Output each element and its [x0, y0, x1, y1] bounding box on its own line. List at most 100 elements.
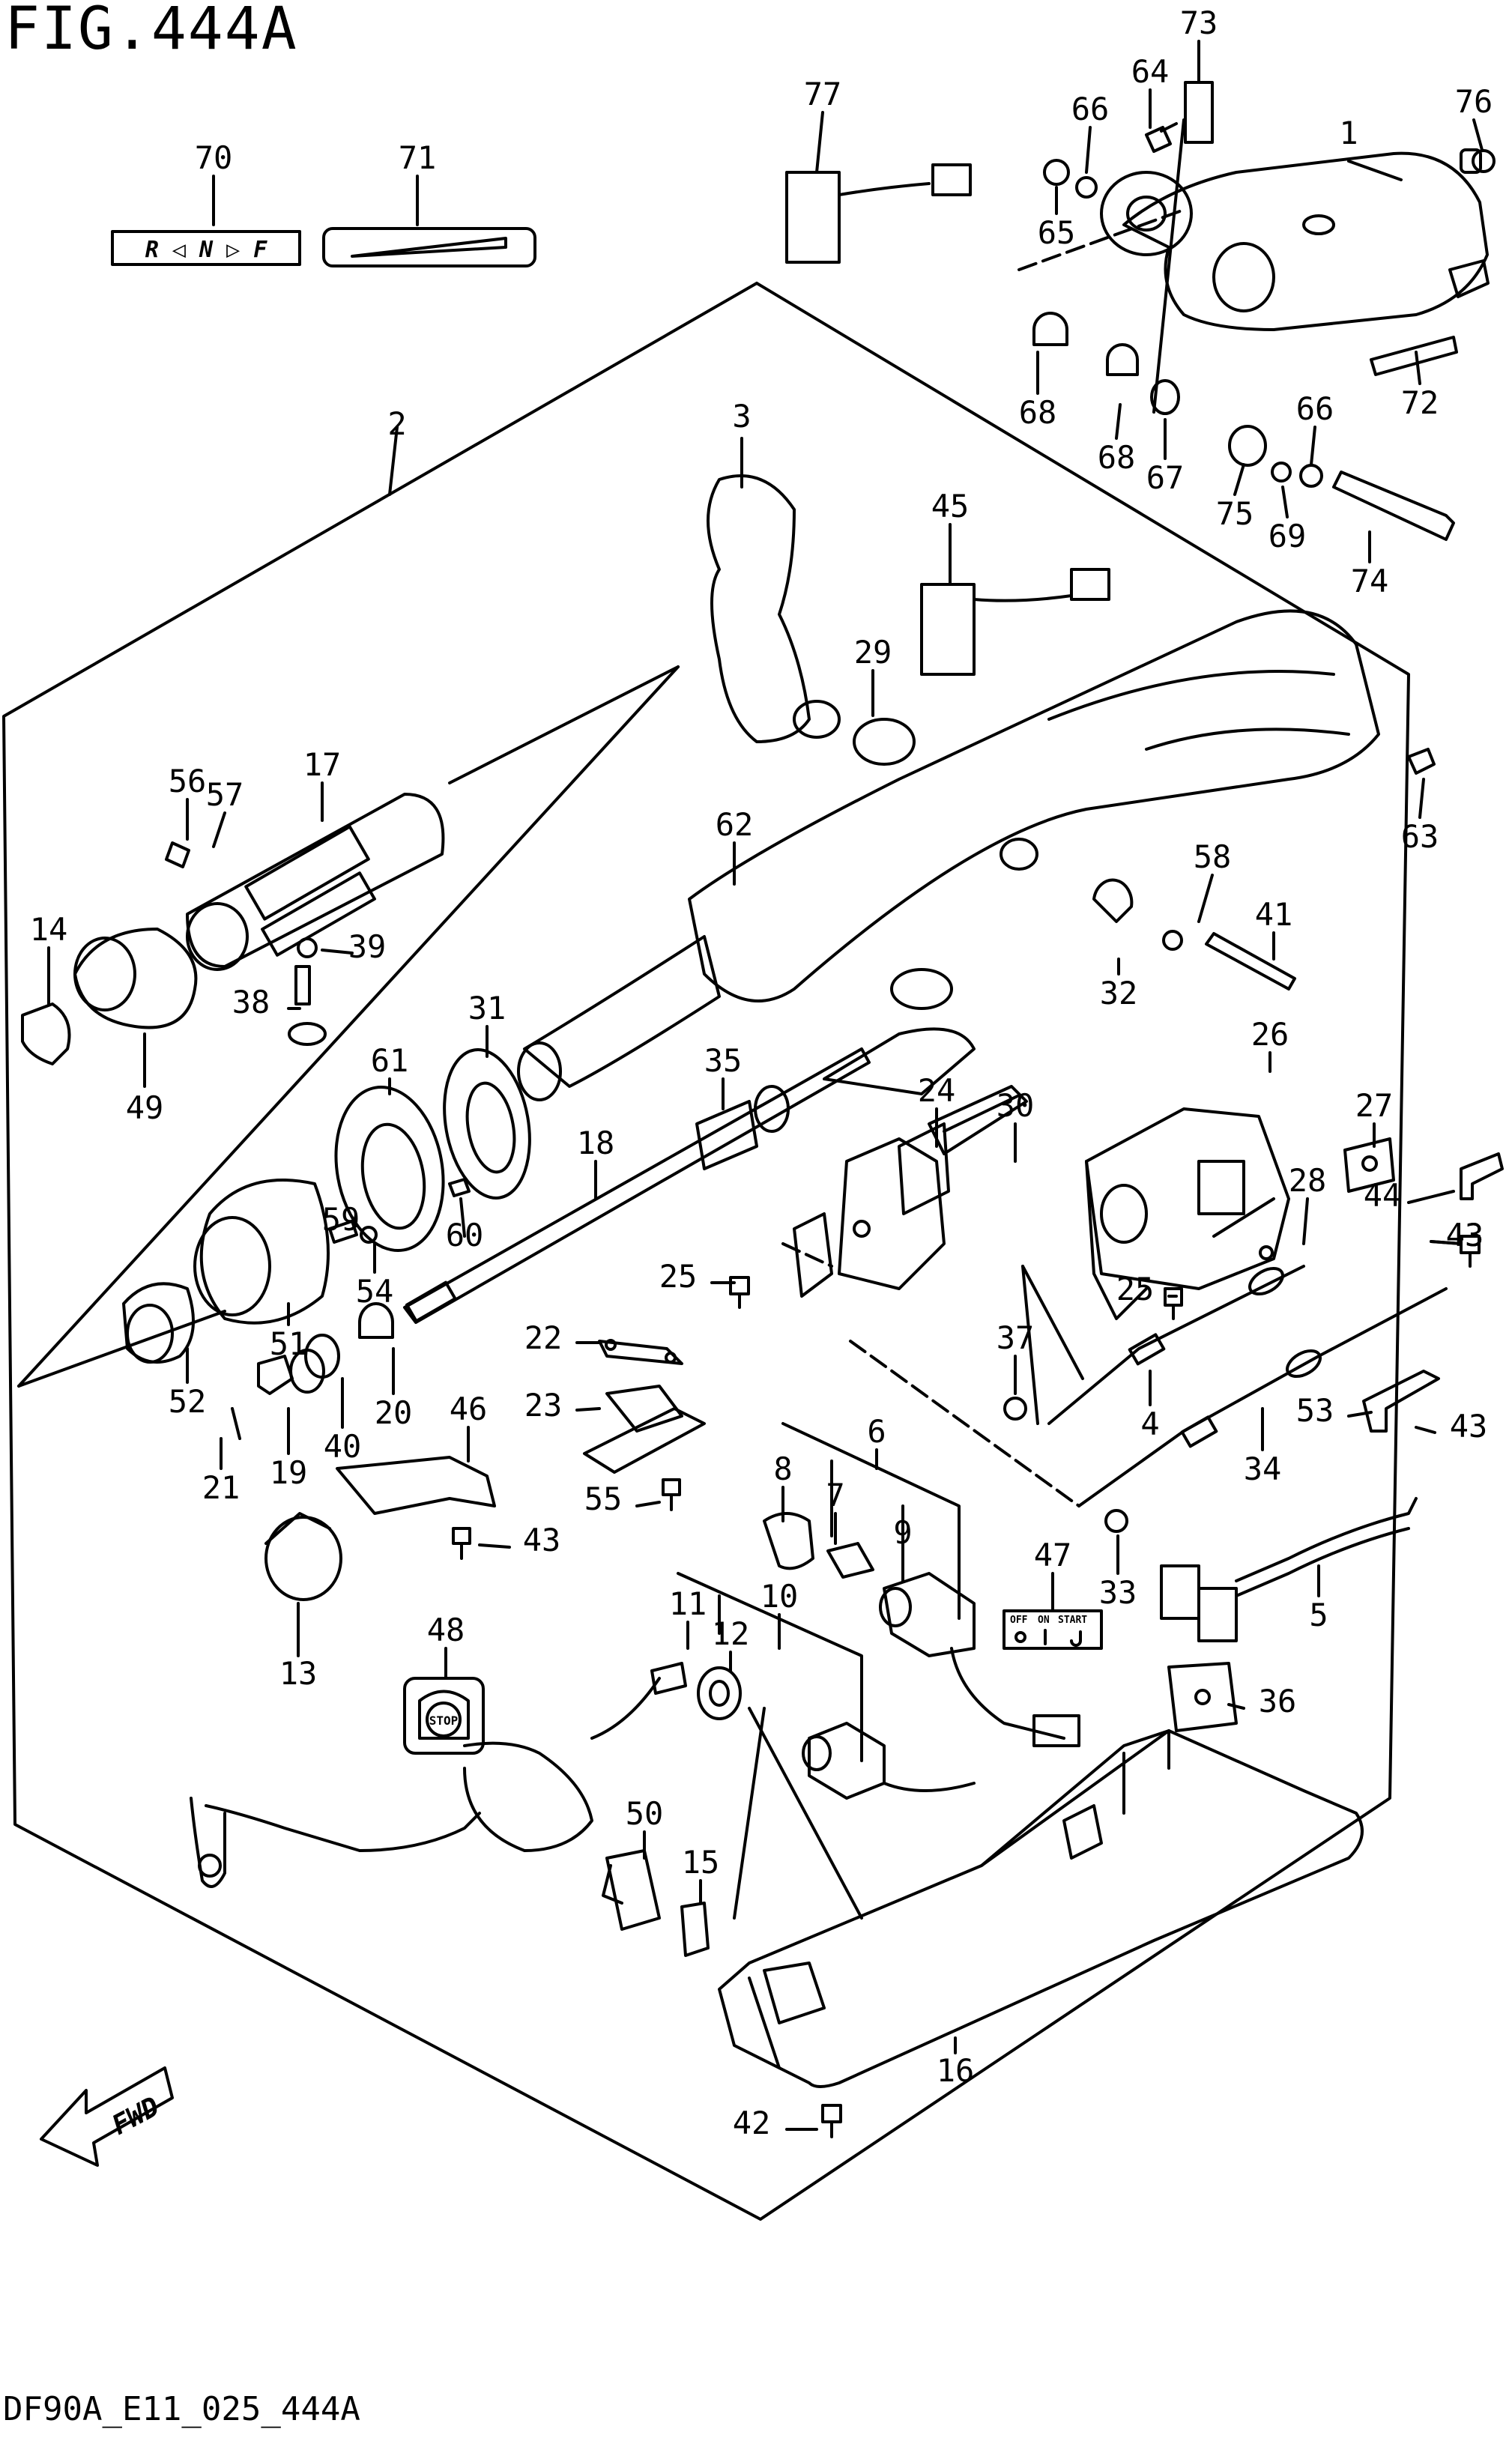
small-bolts [729, 1235, 1481, 1320]
callout-14: 14 [30, 911, 68, 948]
callout-46: 46 [450, 1391, 488, 1427]
callout-leader-66 [1310, 426, 1316, 466]
callout-36: 36 [1259, 1683, 1297, 1719]
callout-39: 39 [348, 928, 387, 965]
shift-slider-24 [793, 1122, 950, 1298]
callout-leader-55 [635, 1501, 661, 1507]
control-lever-handle [707, 474, 916, 766]
callout-leader-68 [1115, 403, 1122, 440]
callout-47: 47 [1034, 1537, 1072, 1573]
callout-51: 51 [270, 1325, 308, 1362]
callout-43: 43 [1450, 1408, 1488, 1445]
reference-line [17, 1310, 226, 1388]
callout-25: 25 [659, 1258, 698, 1295]
switch-plate-start: START [1058, 1615, 1087, 1626]
mounting-hardware [1032, 81, 1496, 541]
neutral-switch-45 [920, 568, 1110, 676]
button-13 [264, 1512, 342, 1601]
callout-22: 22 [524, 1319, 563, 1356]
callout-68: 68 [1019, 394, 1057, 431]
throttle-cable-34 [1077, 1287, 1448, 1507]
bracket-46 [336, 1456, 496, 1515]
cover-51 [193, 1179, 330, 1325]
callout-21: 21 [202, 1469, 241, 1506]
callout-28: 28 [1289, 1162, 1327, 1199]
callout-leader-69 [1281, 486, 1289, 518]
callout-leader-77 [815, 111, 824, 174]
callout-12: 12 [712, 1615, 750, 1652]
reference-line [849, 1340, 1080, 1507]
friction-plate-31 [443, 1048, 531, 1200]
callout-66: 66 [1071, 91, 1110, 127]
callout-66: 66 [1296, 390, 1334, 427]
reference-line [448, 665, 680, 784]
grip-screws [165, 841, 327, 1046]
fwd-arrow: FWD [40, 2066, 174, 2167]
callout-leader-43 [1430, 1240, 1463, 1245]
stop-decal-text: STOP [429, 1714, 459, 1728]
switch-plate-47: OFF ON START [1003, 1609, 1103, 1650]
callout-65: 65 [1038, 214, 1076, 251]
callout-leader-72 [1415, 351, 1421, 385]
reference-line [1152, 118, 1185, 414]
reference-line [1021, 1265, 1084, 1380]
fwd-arrow-text: FWD [107, 2091, 165, 2141]
callout-49: 49 [126, 1089, 164, 1126]
callout-60: 60 [446, 1217, 484, 1253]
callout-25: 25 [1116, 1271, 1155, 1307]
button-cap-14 [21, 1002, 71, 1065]
callout-70: 70 [195, 139, 233, 176]
reference-line [17, 665, 680, 1388]
callout-55: 55 [584, 1480, 623, 1517]
callout-leader-43 [478, 1543, 511, 1549]
callout-35: 35 [704, 1042, 743, 1079]
callout-leader-58 [1197, 874, 1214, 923]
callout-6: 6 [867, 1413, 886, 1450]
callout-27: 27 [1355, 1087, 1394, 1124]
ring-plate-61 [334, 1085, 445, 1253]
callout-leader-66 [1085, 126, 1092, 174]
wedge-decal [322, 227, 536, 267]
callout-59: 59 [322, 1201, 360, 1238]
cap-52 [122, 1282, 195, 1364]
throttle-grip-17 [186, 793, 445, 971]
callout-67: 67 [1146, 459, 1185, 496]
assembly-outline [2, 282, 1410, 2221]
callout-15: 15 [682, 1844, 720, 1881]
bolts-55-43 [452, 1478, 681, 1560]
figure-code: DF90A_E11_025_444A [3, 2390, 360, 2428]
callout-45: 45 [931, 488, 970, 524]
callout-17: 17 [303, 746, 342, 783]
shift-shaft-18 [403, 1047, 871, 1324]
callout-61: 61 [371, 1042, 409, 1079]
group-brackets [677, 1422, 961, 1762]
lower-case-16 [718, 1729, 1364, 2088]
callout-43: 43 [523, 1522, 561, 1558]
shift-decal: R ◁ N ▷ F [111, 230, 301, 266]
callout-leader-44 [1407, 1190, 1455, 1204]
callout-73: 73 [1180, 4, 1218, 41]
callout-76: 76 [1455, 83, 1493, 120]
callout-41: 41 [1255, 896, 1293, 933]
lever-arm-hardware [1092, 748, 1436, 990]
callout-18: 18 [577, 1125, 615, 1161]
callout-57: 57 [206, 776, 244, 813]
callout-44: 44 [1364, 1177, 1402, 1214]
cable-bracket-53 [1362, 1370, 1440, 1433]
callout-11: 11 [669, 1585, 707, 1622]
callout-56: 56 [169, 763, 207, 799]
callout-8: 8 [773, 1451, 792, 1487]
callout-42: 42 [733, 2105, 771, 2141]
callout-71: 71 [399, 139, 437, 176]
callout-77: 77 [804, 76, 842, 112]
lanyard-11 [190, 1662, 687, 1888]
shift-cable-4 [1047, 1265, 1305, 1425]
callout-leader-76 [1472, 118, 1484, 151]
switch-plate-on: ON [1038, 1615, 1050, 1626]
callout-31: 31 [468, 990, 506, 1026]
bracket-35 [695, 968, 976, 1170]
callout-40: 40 [324, 1428, 362, 1465]
switch-23 [583, 1385, 706, 1474]
